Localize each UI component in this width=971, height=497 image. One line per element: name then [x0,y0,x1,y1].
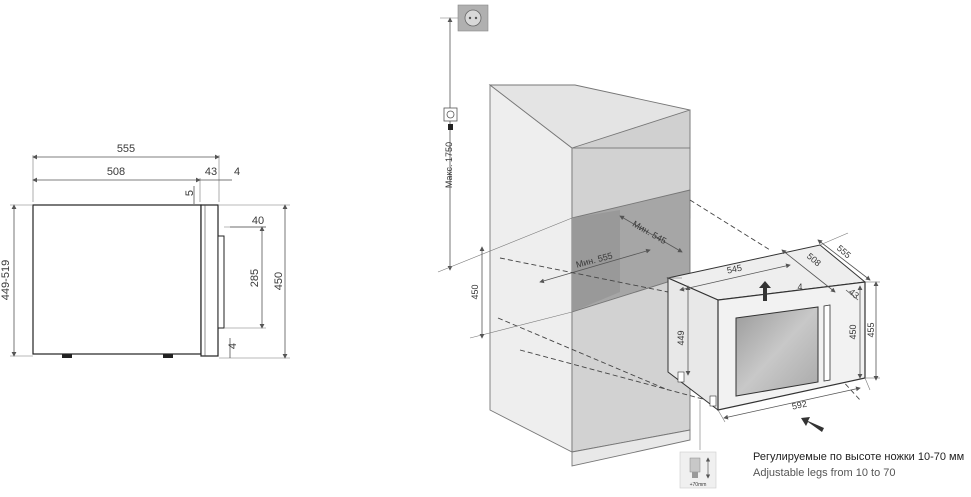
dim-niche-height: 450 [470,284,480,299]
dim-front-width: 592 [791,399,808,412]
foot-front [163,354,173,358]
side-view: 555 508 43 4 5 449-519 450 285 [0,143,290,359]
dim-body-depth: 508 [107,166,125,178]
iso-view: Макс. 1750 Мин. 545 Мин. 555 4 [437,4,964,489]
wine-cooler [666,244,867,412]
dim-width: 545 [726,263,743,276]
plug-icon [443,107,458,130]
adjustable-leg-detail: +70mm [679,451,717,489]
dim-door: 43 [205,166,217,178]
caption-en: Adjustable legs from 10 to 70 [753,467,895,479]
dim-top-offset: 5 [184,190,196,196]
dim-body-449: 449 [676,330,686,345]
appliance-body-side [32,204,202,355]
foot-rear [62,354,72,358]
wall-socket-icon [457,4,489,32]
caption-ru: Регулируемые по высоте ножки 10-70 мм [753,451,964,463]
dim-total-depth: 555 [117,143,135,155]
dim-gap: 4 [234,166,240,178]
dim-door-43: 43 [847,287,861,301]
appliance-door-side [200,204,219,357]
door-handle [823,304,831,382]
dim-handle-top: 40 [252,215,264,227]
dim-max-height: Макс. 1750 [444,142,454,188]
legs-note: +70mm [690,482,707,488]
dim-door-4: 4 [797,282,802,292]
dim-total-455: 455 [866,322,876,337]
tall-cabinet [488,84,691,467]
dim-depth-555: 555 [835,243,853,260]
door-handle-side [217,235,225,329]
dim-front-height: 450 [273,272,285,290]
glass-door [735,306,819,397]
dim-bottom: 4 [227,343,239,349]
dim-front-450: 450 [848,324,858,339]
dim-body-height: 449-519 [0,260,12,300]
dim-handle: 285 [249,269,261,287]
airflow-front-icon [801,417,824,432]
